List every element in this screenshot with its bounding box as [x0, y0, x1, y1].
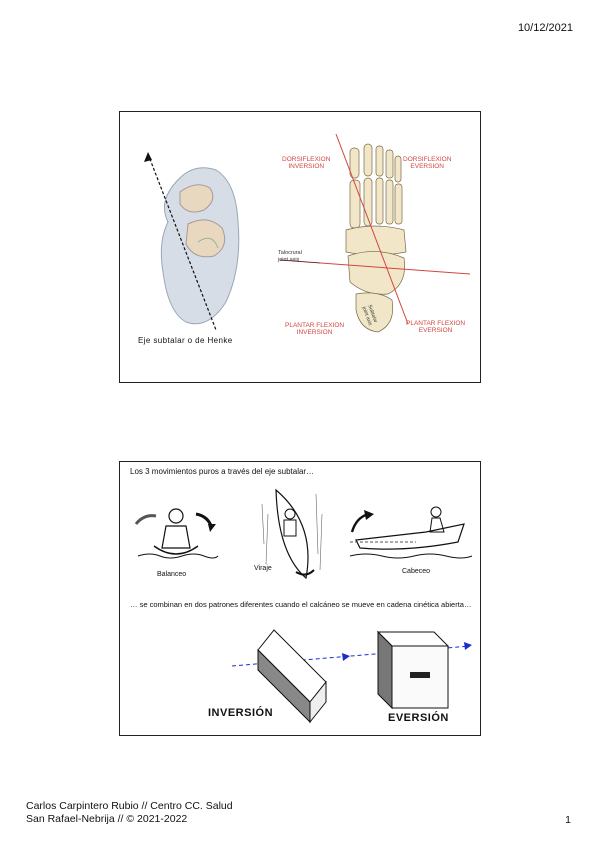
page-date: 10/12/2021 [517, 22, 573, 34]
foot-skeleton-illustration [280, 134, 471, 333]
viraje-illustration [261, 488, 323, 580]
label-inversion: INVERSIÓN [208, 707, 274, 719]
slide-subtalar-movements: Los 3 movimientos puros a través del eje… [119, 461, 481, 736]
label-balanceo: Balanceo [157, 571, 187, 578]
cabeceo-illustration [349, 506, 473, 559]
movements-intro: Los 3 movimientos puros a través del eje… [130, 467, 315, 476]
label-cabeceo: Cabeceo [402, 568, 431, 575]
movements-description: … se combinan en dos patrones diferentes… [130, 600, 472, 609]
footer-author: Carlos Carpintero Rubio // Centro CC. Sa… [26, 800, 233, 812]
page-footer: Carlos Carpintero Rubio // Centro CC. Sa… [26, 800, 233, 826]
page-number: 1 [565, 814, 571, 826]
label-viraje: Viraje [254, 565, 272, 572]
inversion-block-illustration [257, 629, 327, 724]
balanceo-illustration [134, 508, 219, 559]
label-eversion: EVERSIÓN [388, 712, 449, 724]
calcaneus-illustration [144, 152, 240, 331]
eversion-block-illustration [376, 630, 450, 710]
footer-institution: San Rafael-Nebrija // © 2021-2022 [26, 813, 188, 825]
subtalar-axis-caption: Eje subtalar o de Henke [138, 336, 233, 345]
